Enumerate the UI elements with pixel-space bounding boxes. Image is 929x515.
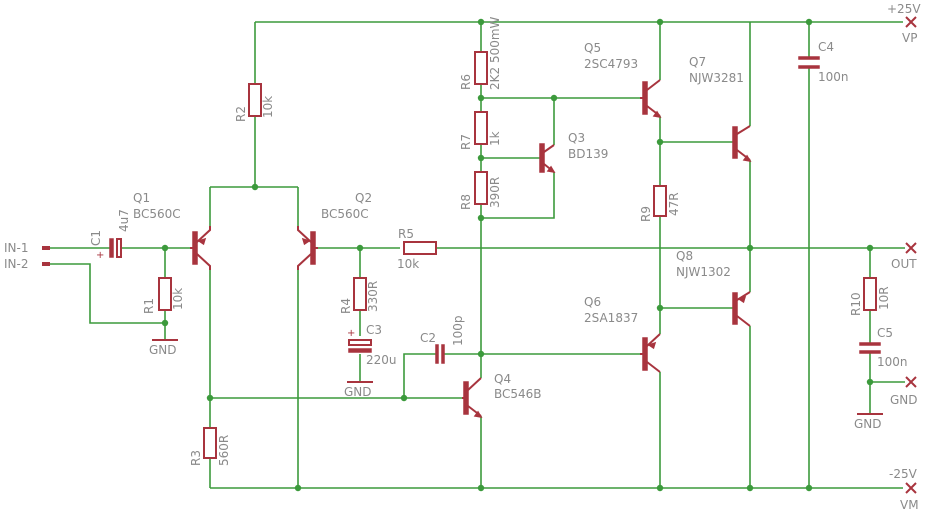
r1-value: 10k xyxy=(171,288,185,310)
transistor-q8[interactable]: Q8 NJW1302 xyxy=(676,249,751,327)
port-in1[interactable]: IN-1 xyxy=(4,241,50,255)
gnd-right-label: GND xyxy=(890,393,918,407)
q2-part: BC560C xyxy=(321,207,369,221)
transistor-q3[interactable]: Q3 BD139 xyxy=(539,131,608,174)
c2-value: 100p xyxy=(451,315,465,346)
q8-name: Q8 xyxy=(676,249,693,263)
wires xyxy=(50,21,905,489)
transistor-q5[interactable]: Q5 2SC4793 xyxy=(584,41,662,119)
resistor-r8[interactable]: R8 390R xyxy=(459,171,502,210)
port-gnd-right[interactable]: GND xyxy=(890,376,918,407)
r6-value: 2K2 500mW xyxy=(488,16,502,90)
ground-label: GND xyxy=(344,385,372,399)
q3-part: BD139 xyxy=(568,147,608,161)
svg-text:+: + xyxy=(96,250,104,261)
resistor-r5[interactable]: R5 10k xyxy=(397,227,437,271)
ground-symbol-c3: GND xyxy=(344,381,373,399)
c4-value: 100n xyxy=(818,70,849,84)
c1-value: 4u7 xyxy=(117,209,131,232)
port-out[interactable]: OUT xyxy=(891,242,917,271)
r7-value: 1k xyxy=(488,131,502,146)
r6-name: R6 xyxy=(459,74,473,90)
q2-name: Q2 xyxy=(355,191,372,205)
q6-name: Q6 xyxy=(584,295,601,309)
port-in2-label: IN-2 xyxy=(4,257,28,271)
q7-part: NJW3281 xyxy=(689,71,744,85)
ground-symbol-r1: GND xyxy=(149,339,178,357)
c5-value: 100n xyxy=(877,355,908,369)
resistor-r4[interactable]: R4 330R xyxy=(339,277,380,314)
resistor-r6[interactable]: R6 2K2 500mW xyxy=(459,16,502,90)
q6-part: 2SA1837 xyxy=(584,311,638,325)
capacitor-c2[interactable]: C2 100p xyxy=(420,315,465,364)
c2-name: C2 xyxy=(420,331,436,345)
r3-value: 560R xyxy=(217,435,231,466)
r4-name: R4 xyxy=(339,298,353,314)
q4-part: BC546B xyxy=(494,387,542,401)
q5-name: Q5 xyxy=(584,41,601,55)
port-in2[interactable]: IN-2 xyxy=(4,257,50,271)
vm-name-label: VM xyxy=(900,498,919,512)
port-in1-label: IN-1 xyxy=(4,241,28,255)
r1-name: R1 xyxy=(142,298,156,314)
transistor-q1[interactable]: Q1 BC560C xyxy=(133,191,211,270)
capacitor-c3[interactable]: + C3 220u xyxy=(347,323,397,367)
transistor-q6[interactable]: Q6 2SA1837 xyxy=(584,295,661,373)
junctions xyxy=(161,18,874,492)
r7-name: R7 xyxy=(459,134,473,150)
resistor-r2[interactable]: R2 10k xyxy=(234,83,275,122)
resistor-r10[interactable]: R10 10R xyxy=(849,277,891,316)
r5-value: 10k xyxy=(397,257,419,271)
vm-voltage-label: -25V xyxy=(889,467,918,481)
c4-name: C4 xyxy=(818,40,834,54)
resistor-r9[interactable]: R9 47R xyxy=(639,185,681,222)
capacitor-c4[interactable]: C4 100n xyxy=(798,40,849,84)
r2-value: 10k xyxy=(261,96,275,118)
transistor-q7[interactable]: Q7 NJW3281 xyxy=(689,55,752,163)
svg-text:+: + xyxy=(347,328,355,339)
q7-name: Q7 xyxy=(689,55,706,69)
transistor-q2[interactable]: Q2 BC560C xyxy=(297,191,372,270)
c5-name: C5 xyxy=(877,326,893,340)
vp-voltage-label: +25V xyxy=(887,2,921,16)
c1-name: C1 xyxy=(89,230,103,246)
r10-name: R10 xyxy=(849,292,863,316)
r9-value: 47R xyxy=(667,192,681,216)
r4-value: 330R xyxy=(366,281,380,312)
ground-label: GND xyxy=(149,343,177,357)
q5-part: 2SC4793 xyxy=(584,57,638,71)
transistor-q4[interactable]: Q4 BC546B xyxy=(462,372,542,419)
port-vp[interactable]: +25V VP xyxy=(887,2,921,45)
vp-name-label: VP xyxy=(902,31,917,45)
r10-value: 10R xyxy=(877,286,891,310)
c3-value: 220u xyxy=(366,353,397,367)
q8-part: NJW1302 xyxy=(676,265,731,279)
out-label: OUT xyxy=(891,257,917,271)
q3-name: Q3 xyxy=(568,131,585,145)
resistor-r1[interactable]: R1 10k xyxy=(142,277,185,314)
capacitor-c1[interactable]: + C1 4u7 xyxy=(89,209,131,261)
resistor-r7[interactable]: R7 1k xyxy=(459,111,502,150)
q1-name: Q1 xyxy=(133,191,150,205)
r9-name: R9 xyxy=(639,206,653,222)
r2-name: R2 xyxy=(234,106,248,122)
r8-value: 390R xyxy=(488,177,502,208)
r8-name: R8 xyxy=(459,194,473,210)
resistor-r3[interactable]: R3 560R xyxy=(189,427,231,466)
q1-part: BC560C xyxy=(133,207,181,221)
c3-name: C3 xyxy=(366,323,382,337)
ground-label: GND xyxy=(854,417,882,431)
q4-name: Q4 xyxy=(494,372,511,386)
capacitor-c5[interactable]: C5 100n xyxy=(859,326,908,369)
r3-name: R3 xyxy=(189,450,203,466)
r5-name: R5 xyxy=(398,227,414,241)
ground-symbol-c5: GND xyxy=(854,413,883,431)
port-vm[interactable]: -25V VM xyxy=(889,467,919,512)
